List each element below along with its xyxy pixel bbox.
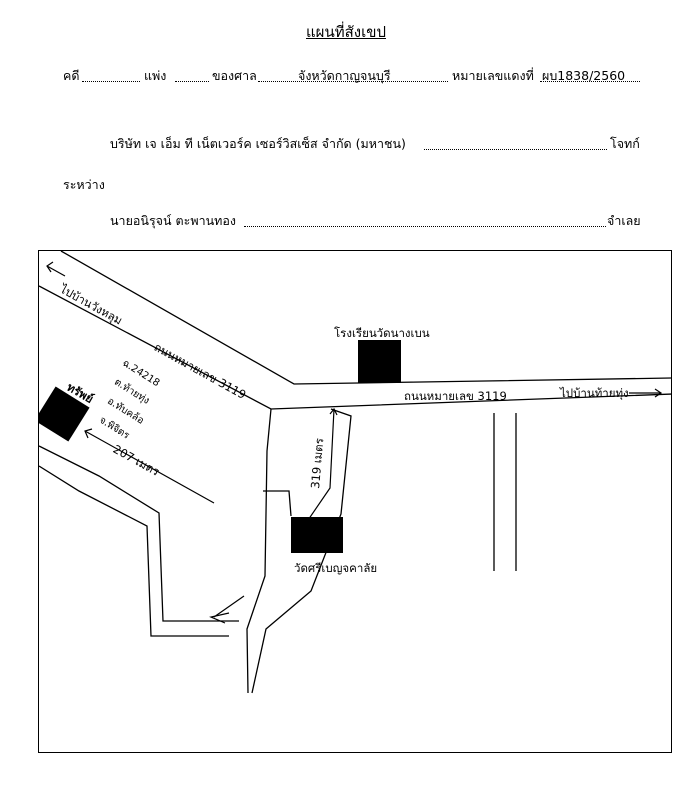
arrow-207-shaft	[84, 430, 215, 504]
civil-dots	[175, 81, 209, 82]
defendant-role: จำเลย	[607, 213, 641, 228]
label-temple: วัดศรีเบญจคาลัย	[294, 561, 378, 575]
arrow-wanghum-shaft	[46, 265, 66, 277]
case-dots	[82, 81, 140, 82]
road-notch	[263, 490, 292, 517]
plaintiff-name: บริษัท เจ เอ็ม ที เน็ตเวอร์ค เซอร์วิสเซ็…	[110, 136, 406, 151]
defendant-dots	[244, 226, 606, 227]
property-plot	[39, 386, 90, 442]
road-center-left	[246, 408, 272, 694]
temple-building	[291, 517, 343, 553]
defendant-name: นายอนิรุจน์ ตะพานทอง	[110, 213, 236, 228]
plaintiff-dots	[424, 149, 607, 150]
red-number-value: ผบ1838/2560	[542, 68, 626, 83]
road-left-upper	[39, 445, 239, 622]
arrow-319-head	[329, 407, 338, 416]
plaintiff-role: โจทก์	[610, 136, 640, 151]
arrow-taithung-head	[654, 388, 663, 398]
arrow-319-shaft	[303, 408, 335, 527]
civil-label: แพ่ง	[144, 68, 167, 83]
label-to-tai-thung: ไปบ้านท้ายทุ่ง	[560, 386, 629, 400]
page-title: แผนที่สังเขป	[306, 23, 386, 41]
arrow-207-head	[84, 428, 93, 439]
court-label: ของศาล	[212, 68, 257, 83]
label-school: โรงเรียนวัดนางเบน	[334, 326, 430, 340]
arrow-wanghum-head	[46, 261, 54, 273]
case-label: คดี	[63, 68, 80, 83]
red-number-label: หมายเลขแดงที่	[452, 68, 534, 83]
sketch-map: ไปบ้านวังหลุม ถนนหมายเลข 3119 โรงเรียนวั…	[38, 250, 672, 753]
court-value: จังหวัดกาญจนบุรี	[298, 68, 391, 83]
between-label: ระหว่าง	[63, 177, 105, 192]
label-road-main: ถนนหมายเลข 3119	[404, 389, 507, 403]
school-building	[358, 340, 401, 383]
court-dots	[258, 81, 448, 82]
arrow-bottom-head	[209, 612, 230, 624]
arrow-bottom-shaft	[213, 595, 245, 618]
road-diag-top-edge	[60, 251, 671, 385]
red-number-dots	[540, 81, 640, 82]
map-roads	[39, 251, 671, 694]
road-left-lower	[39, 465, 229, 637]
